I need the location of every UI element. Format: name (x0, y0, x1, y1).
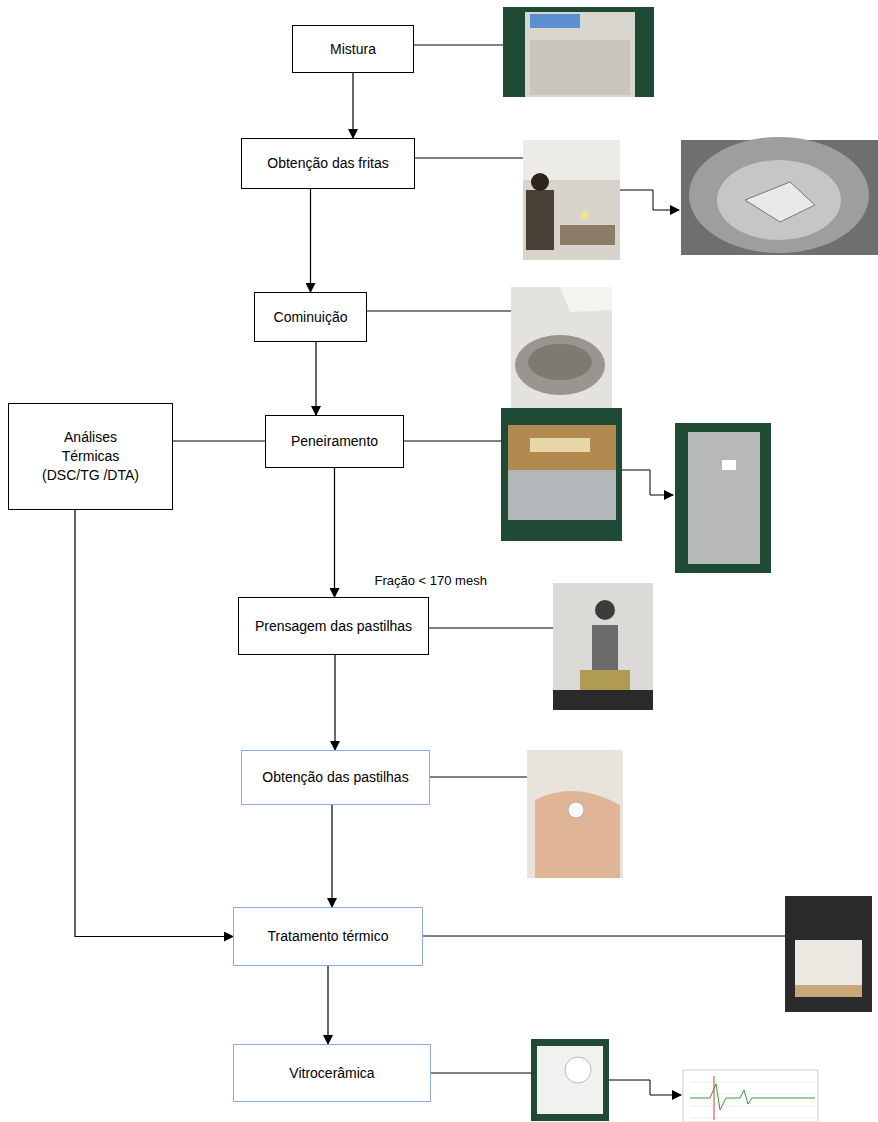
process-box: Mistura (292, 25, 414, 73)
edge-label: Fração < 170 mesh (373, 573, 489, 588)
crucible-photo (681, 137, 878, 255)
step-label: Prensagem das pastilhas (255, 617, 412, 636)
flow-arrow (173, 440, 265, 441)
furnace-photo (785, 896, 872, 1012)
step-label: Análises Térmicas (DSC/TG /DTA) (36, 428, 146, 485)
process-box: Prensagem das pastilhas (238, 597, 429, 655)
process-box: Obtenção das fritas (241, 138, 415, 189)
flow-arrow (352, 73, 353, 138)
flow-arrow (334, 655, 335, 750)
step-label: Peneiramento (291, 432, 378, 451)
flow-arrow (75, 510, 233, 937)
sieved-powder-bag-photo (675, 423, 771, 573)
flow-arrow (315, 342, 316, 415)
analysis-chart (683, 1070, 818, 1122)
process-box: Cominuição (254, 292, 367, 342)
step-label: Mistura (330, 40, 376, 59)
sieve-photo (501, 408, 622, 541)
process-box: Vitrocerâmica (233, 1044, 431, 1102)
flow-arrow (331, 805, 332, 907)
melting-photo (523, 140, 620, 260)
flow-arrow (327, 966, 328, 1044)
step-label: Vitrocerâmica (289, 1064, 374, 1083)
powder-bag-photo (503, 7, 654, 97)
flow-arrow (310, 189, 311, 292)
flow-arrow (334, 468, 335, 597)
step-label: Tratamento térmico (268, 927, 389, 946)
process-box: Tratamento térmico (233, 907, 423, 966)
step-label: Obtenção das pastilhas (262, 768, 408, 787)
step-label: Cominuição (274, 308, 348, 327)
press-photo (553, 583, 653, 710)
process-box: Peneiramento (265, 415, 404, 468)
process-box: Análises Térmicas (DSC/TG /DTA) (8, 403, 173, 510)
crushed-frit-photo (511, 287, 612, 416)
pellet-in-hand-photo (527, 750, 623, 878)
step-label: Obtenção das fritas (267, 154, 388, 173)
process-box: Obtenção das pastilhas (241, 750, 430, 805)
glass-ceramic-photo (531, 1039, 609, 1121)
